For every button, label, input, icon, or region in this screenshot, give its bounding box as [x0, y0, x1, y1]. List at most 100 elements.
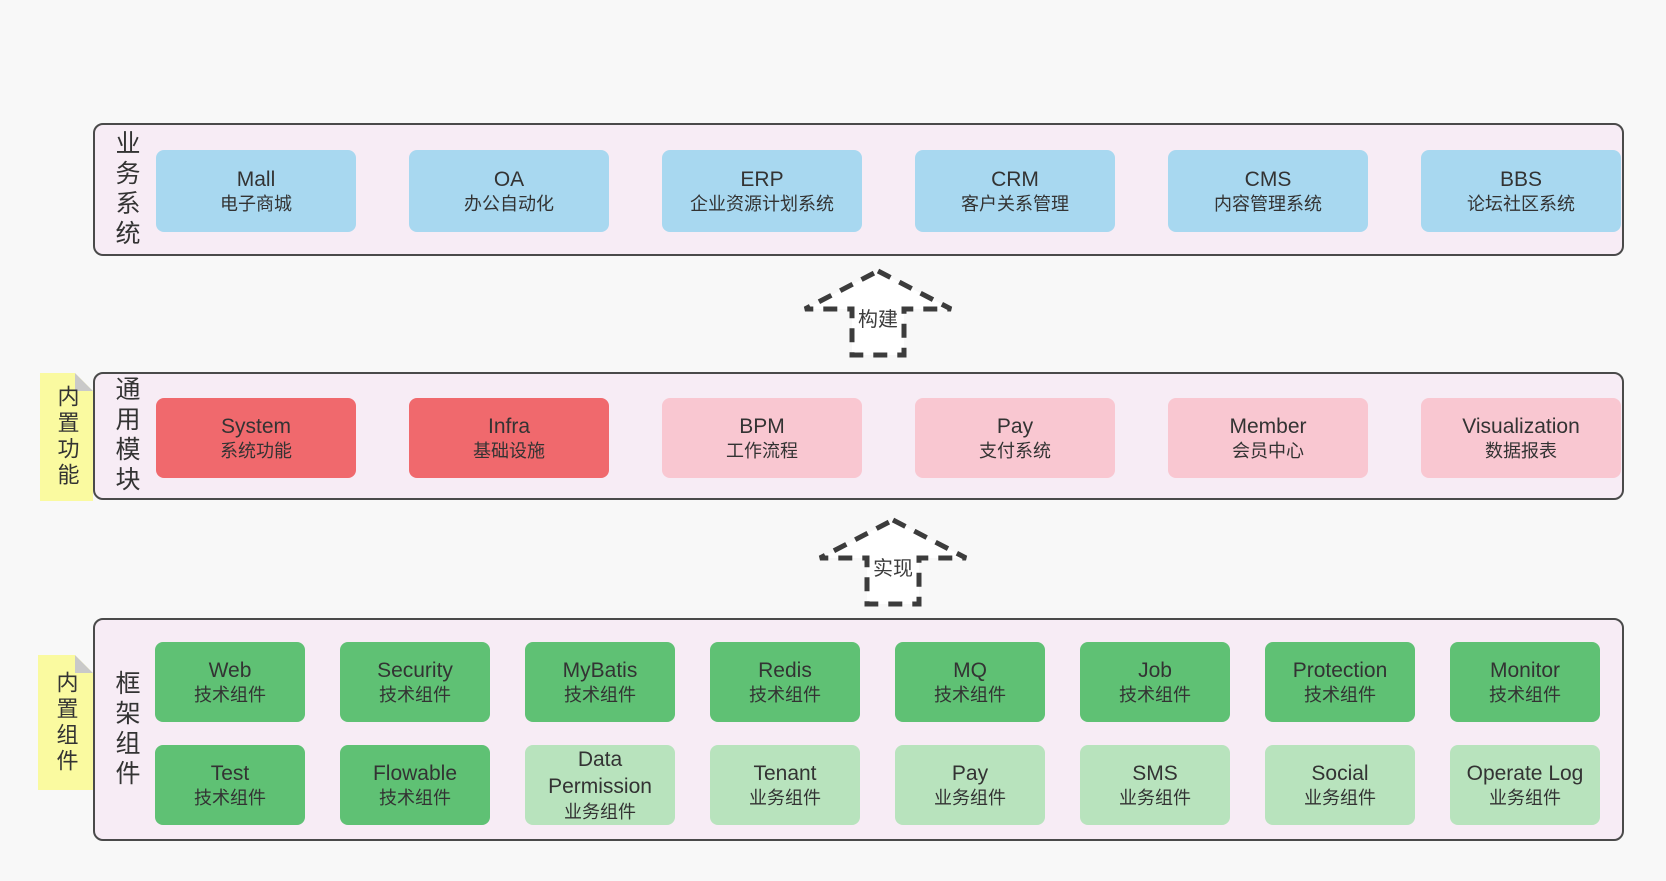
- box-subtitle: 会员中心: [1232, 440, 1304, 461]
- box-subtitle: 业务组件: [564, 801, 636, 822]
- panel-common-modules: 通用模块 System 系统功能 Infra 基础设施 BPM 工作流程 Pay…: [93, 372, 1624, 500]
- box-title: BPM: [739, 414, 785, 438]
- box-title: SMS: [1132, 761, 1178, 785]
- box-subtitle: 技术组件: [379, 787, 451, 808]
- box-title: Tenant: [753, 761, 817, 785]
- box-operate-log: Operate Log 业务组件: [1450, 745, 1600, 825]
- panel-business-systems: 业务系统 Mall 电子商城 OA 办公自动化 ERP 企业资源计划系统 CRM…: [93, 123, 1624, 256]
- layer-label-business-systems: 业务系统: [112, 129, 140, 250]
- box-job: Job 技术组件: [1080, 642, 1230, 722]
- box-flowable: Flowable 技术组件: [340, 745, 490, 825]
- box-data-permission: Data Permission 业务组件: [525, 745, 675, 825]
- box-subtitle: 技术组件: [194, 787, 266, 808]
- box-title: Web: [208, 658, 252, 682]
- box-title: Redis: [758, 658, 812, 682]
- box-subtitle: 技术组件: [1304, 684, 1376, 705]
- box-title: Operate Log: [1466, 761, 1584, 785]
- box-title: Flowable: [372, 761, 458, 785]
- box-title: Pay: [996, 414, 1034, 438]
- panel-framework-components: 框架组件 Web 技术组件 Security 技术组件 MyBatis 技术组件…: [93, 618, 1624, 841]
- box-subtitle: 技术组件: [564, 684, 636, 705]
- box-title: Mall: [236, 167, 276, 191]
- box-title: Job: [1138, 658, 1172, 682]
- arrow-outline: [818, 517, 968, 607]
- box-title: Monitor: [1489, 658, 1561, 682]
- box-subtitle: 论坛社区系统: [1467, 193, 1575, 214]
- box-tenant: Tenant 业务组件: [710, 745, 860, 825]
- box-title: CRM: [991, 167, 1039, 191]
- box-title: Security: [377, 658, 453, 682]
- layer-label-framework-components: 框架组件: [112, 669, 140, 790]
- box-title: Data Permission: [548, 748, 652, 799]
- box-subtitle: 业务组件: [934, 787, 1006, 808]
- box-mq: MQ 技术组件: [895, 642, 1045, 722]
- box-infra: Infra 基础设施: [409, 398, 609, 478]
- box-title: Infra: [487, 414, 531, 438]
- layer-label-common-modules: 通用模块: [112, 376, 140, 496]
- box-erp: ERP 企业资源计划系统: [662, 150, 862, 232]
- box-pay: Pay 支付系统: [915, 398, 1115, 478]
- box-title: Visualization: [1462, 414, 1580, 438]
- arrow-outline: [803, 268, 953, 358]
- box-oa: OA 办公自动化: [409, 150, 609, 232]
- box-title: ERP: [740, 167, 784, 191]
- box-title: Protection: [1292, 658, 1388, 682]
- box-web: Web 技术组件: [155, 642, 305, 722]
- box-subtitle: 技术组件: [1119, 684, 1191, 705]
- box-security: Security 技术组件: [340, 642, 490, 722]
- box-title: MyBatis: [562, 658, 638, 682]
- box-subtitle: 技术组件: [379, 684, 451, 705]
- box-title: Pay: [951, 761, 989, 785]
- box-subtitle: 业务组件: [749, 787, 821, 808]
- box-title: Social: [1311, 761, 1369, 785]
- box-subtitle: 数据报表: [1485, 440, 1557, 461]
- box-subtitle: 技术组件: [194, 684, 266, 705]
- box-protection: Protection 技术组件: [1265, 642, 1415, 722]
- box-member: Member 会员中心: [1168, 398, 1368, 478]
- arrow-label: 构建: [858, 308, 898, 331]
- box-mall: Mall 电子商城: [156, 150, 356, 232]
- box-title: CMS: [1244, 167, 1292, 191]
- sticky-label: 内置功能: [54, 385, 80, 489]
- box-subtitle: 支付系统: [979, 440, 1051, 461]
- box-subtitle: 工作流程: [726, 440, 798, 461]
- arrow-build-up: 构建: [803, 268, 953, 358]
- arrow-label: 实现: [873, 557, 913, 580]
- box-visualization: Visualization 数据报表: [1421, 398, 1621, 478]
- box-title: OA: [493, 167, 525, 191]
- arrow-implement-up: 实现: [818, 517, 968, 607]
- box-subtitle: 企业资源计划系统: [690, 193, 834, 214]
- sticky-note-builtin-components: 内置组件: [38, 655, 93, 790]
- box-subtitle: 技术组件: [1489, 684, 1561, 705]
- box-bbs: BBS 论坛社区系统: [1421, 150, 1621, 232]
- box-title: MQ: [953, 658, 987, 682]
- box-sms: SMS 业务组件: [1080, 745, 1230, 825]
- box-subtitle: 内容管理系统: [1214, 193, 1322, 214]
- sticky-label: 内置组件: [53, 670, 79, 775]
- box-cms: CMS 内容管理系统: [1168, 150, 1368, 232]
- box-title: Member: [1229, 414, 1307, 438]
- box-subtitle: 业务组件: [1119, 787, 1191, 808]
- box-mybatis: MyBatis 技术组件: [525, 642, 675, 722]
- box-subtitle: 客户关系管理: [961, 193, 1069, 214]
- box-test: Test 技术组件: [155, 745, 305, 825]
- box-redis: Redis 技术组件: [710, 642, 860, 722]
- box-subtitle: 电子商城: [220, 193, 292, 214]
- box-monitor: Monitor 技术组件: [1450, 642, 1600, 722]
- box-title: Test: [210, 761, 250, 785]
- box-subtitle: 技术组件: [749, 684, 821, 705]
- box-subtitle: 系统功能: [220, 440, 292, 461]
- box-subtitle: 基础设施: [473, 440, 545, 461]
- box-subtitle: 业务组件: [1304, 787, 1376, 808]
- box-subtitle: 办公自动化: [464, 193, 554, 214]
- box-system: System 系统功能: [156, 398, 356, 478]
- sticky-note-builtin-features: 内置功能: [40, 373, 93, 501]
- box-bpm: BPM 工作流程: [662, 398, 862, 478]
- box-subtitle: 技术组件: [934, 684, 1006, 705]
- box-title: System: [220, 414, 291, 438]
- box-pay-biz: Pay 业务组件: [895, 745, 1045, 825]
- box-title: BBS: [1499, 167, 1543, 191]
- box-crm: CRM 客户关系管理: [915, 150, 1115, 232]
- box-social: Social 业务组件: [1265, 745, 1415, 825]
